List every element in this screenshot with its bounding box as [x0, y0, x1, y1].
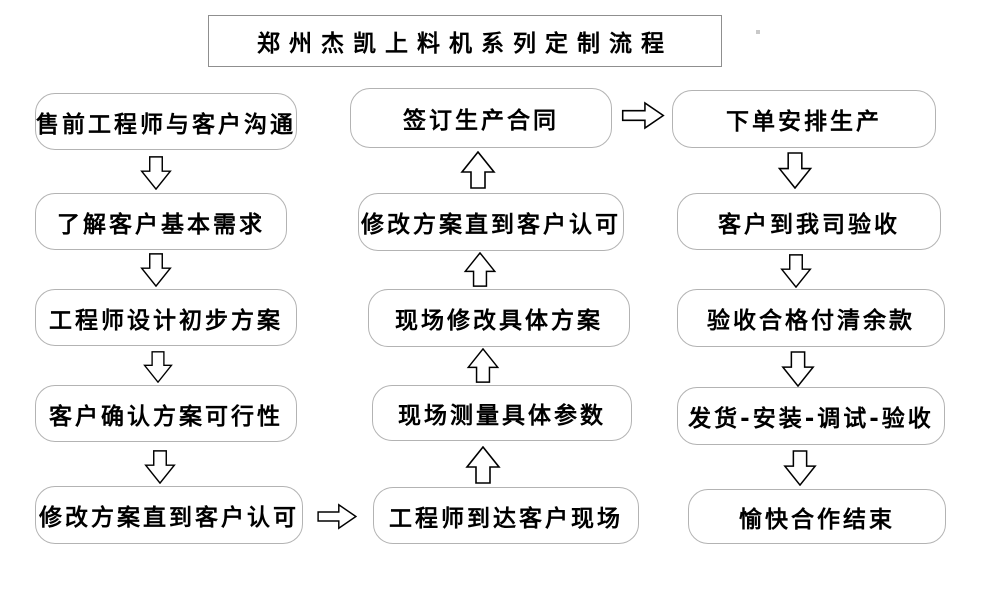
flow-node-ship-install-debug-accept: 发货-安装-调试-验收: [677, 387, 945, 445]
flow-node-pay-balance: 验收合格付清余款: [677, 289, 945, 347]
speck-artifact: [756, 30, 760, 34]
flow-node-cooperation-ends: 愉快合作结束: [688, 489, 946, 544]
flow-node-onsite-modify-plan: 现场修改具体方案: [368, 289, 630, 347]
up-arrow-icon: [462, 252, 498, 287]
right-arrow-icon: [317, 503, 357, 530]
up-arrow-icon: [465, 446, 501, 484]
flow-node-preliminary-design: 工程师设计初步方案: [35, 289, 297, 346]
down-arrow-icon: [780, 351, 816, 387]
right-arrow-icon: [617, 101, 669, 130]
flow-node-engineer-arrives-site: 工程师到达客户现场: [373, 487, 639, 544]
down-arrow-icon: [138, 156, 174, 190]
flow-node-order-production: 下单安排生产: [672, 90, 936, 148]
flow-node-onsite-measure-parameters: 现场测量具体参数: [372, 385, 632, 441]
up-arrow-icon: [460, 151, 496, 189]
down-arrow-icon: [777, 152, 813, 189]
flow-node-revise-until-approved-1: 修改方案直到客户认可: [35, 486, 303, 544]
flow-node-understand-needs: 了解客户基本需求: [35, 193, 287, 250]
up-arrow-icon: [465, 348, 501, 383]
down-arrow-icon: [138, 253, 174, 287]
flow-node-presales-communication: 售前工程师与客户沟通: [35, 93, 297, 150]
down-arrow-icon: [140, 351, 176, 383]
down-arrow-icon: [778, 254, 814, 288]
down-arrow-icon: [782, 450, 818, 486]
flowchart-title-box: 郑州杰凯上料机系列定制流程: [208, 15, 722, 67]
flowchart-title: 郑州杰凯上料机系列定制流程: [257, 30, 673, 57]
down-arrow-icon: [142, 450, 178, 484]
flow-node-customer-acceptance-visit: 客户到我司验收: [677, 193, 941, 250]
flow-node-revise-until-approved-2: 修改方案直到客户认可: [358, 193, 624, 251]
flow-node-confirm-feasibility: 客户确认方案可行性: [35, 385, 297, 442]
flow-node-sign-contract: 签订生产合同: [350, 88, 612, 148]
